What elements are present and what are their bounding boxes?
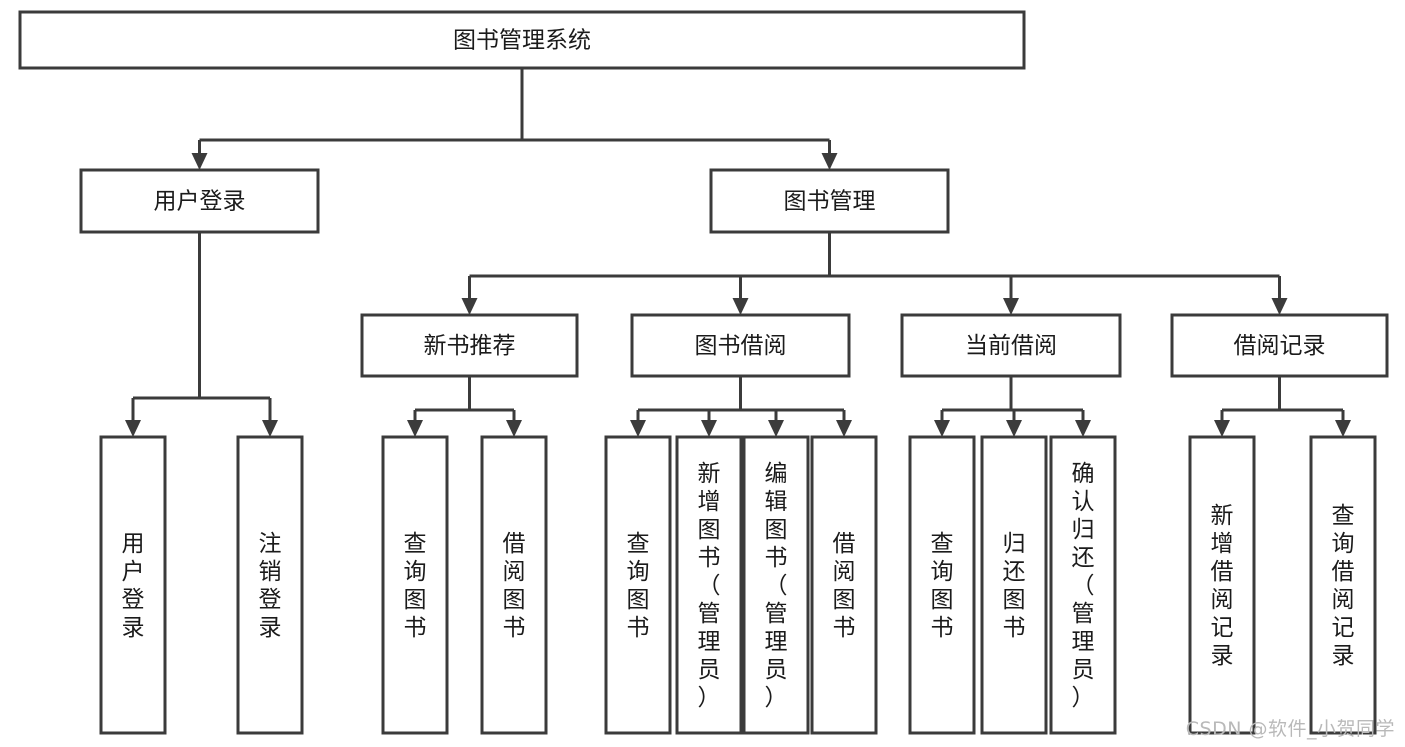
node-level1-1-box[interactable] — [709, 168, 950, 234]
node-leaf-5-label: 新增图书（管理员） — [698, 461, 721, 711]
node-leaf-9-box[interactable] — [980, 435, 1048, 735]
nodes-layer: 图书管理系统用户登录图书管理新书推荐图书借阅当前借阅借阅记录用户登录注销登录查询… — [18, 10, 1389, 735]
node-leaf-1-label: 注销登录 — [259, 531, 282, 641]
node-leaf-6-box[interactable] — [742, 435, 810, 735]
node-level1-0[interactable]: 用户登录 — [79, 168, 320, 234]
book-mgmt-to-level2-edge-3-arrowhead — [1271, 298, 1288, 315]
node-level2-1[interactable]: 图书借阅 — [630, 313, 851, 378]
node-level2-0[interactable]: 新书推荐 — [360, 313, 579, 378]
node-leaf-4-label: 查询图书 — [627, 531, 650, 641]
node-leaf-12-label: 查询借阅记录 — [1332, 503, 1355, 669]
node-leaf-12-box[interactable] — [1309, 435, 1377, 735]
node-leaf-2-label: 查询图书 — [404, 531, 427, 641]
node-leaf-8-label: 查询图书 — [931, 531, 954, 641]
node-level2-3-label: 借阅记录 — [1234, 333, 1326, 359]
leaf-group-新书推荐-edge-0-arrowhead — [407, 420, 423, 437]
node-leaf-11-label: 新增借阅记录 — [1211, 503, 1234, 669]
node-leaf-1-box[interactable] — [236, 435, 304, 735]
node-leaf-3-box[interactable] — [480, 435, 548, 735]
node-level1-1-label: 图书管理 — [784, 189, 876, 215]
root-to-level1-edge-0-arrowhead — [191, 153, 208, 170]
node-level1-0-box[interactable] — [79, 168, 320, 234]
leaf-group-新书推荐-edge-1-arrowhead — [506, 420, 522, 437]
node-level2-1-label: 图书借阅 — [695, 333, 787, 359]
node-leaf-3[interactable]: 借阅图书 — [480, 435, 548, 735]
leaf-group-借阅记录-edge-1-arrowhead — [1335, 420, 1351, 437]
leaf-group-用户登录-edge-1-arrowhead — [262, 420, 278, 437]
node-level2-1-box[interactable] — [630, 313, 851, 378]
leaf-group-用户登录-edge-0-arrowhead — [125, 420, 141, 437]
leaf-group-图书借阅-edge-0-arrowhead — [630, 420, 646, 437]
node-leaf-5-box[interactable] — [675, 435, 743, 735]
book-mgmt-to-level2-edge-1-arrowhead — [732, 298, 749, 315]
node-leaf-10-label: 确认归还（管理员） — [1072, 461, 1095, 711]
node-leaf-2[interactable]: 查询图书 — [381, 435, 449, 735]
node-leaf-0[interactable]: 用户登录 — [99, 435, 167, 735]
node-leaf-4-box[interactable] — [604, 435, 672, 735]
csdn-watermark: CSDN @软件_小贺同学 — [1185, 718, 1395, 740]
node-level2-3[interactable]: 借阅记录 — [1170, 313, 1389, 378]
node-leaf-5[interactable]: 新增图书（管理员） — [675, 435, 743, 735]
leaf-group-当前借阅-edge-0-arrowhead — [934, 420, 950, 437]
node-leaf-9[interactable]: 归还图书 — [980, 435, 1048, 735]
node-level2-3-box[interactable] — [1170, 313, 1389, 378]
leaf-group-当前借阅-edge-1-arrowhead — [1006, 420, 1022, 437]
leaf-group-图书借阅-edge-2-arrowhead — [768, 420, 784, 437]
node-root-box[interactable] — [18, 10, 1026, 70]
node-level2-2-label: 当前借阅 — [965, 333, 1057, 359]
node-leaf-2-box[interactable] — [381, 435, 449, 735]
node-leaf-0-label: 用户登录 — [122, 531, 145, 641]
node-root-label: 图书管理系统 — [453, 28, 591, 54]
root-to-level1-edge-1-arrowhead — [821, 153, 838, 170]
node-leaf-3-label: 借阅图书 — [503, 531, 526, 641]
edges-layer — [125, 68, 1351, 437]
node-leaf-7-label: 借阅图书 — [833, 531, 856, 641]
node-leaf-10-box[interactable] — [1049, 435, 1117, 735]
node-leaf-8-box[interactable] — [908, 435, 976, 735]
node-leaf-7[interactable]: 借阅图书 — [810, 435, 878, 735]
node-leaf-0-box[interactable] — [99, 435, 167, 735]
node-leaf-9-label: 归还图书 — [1003, 531, 1026, 641]
node-leaf-12[interactable]: 查询借阅记录 — [1309, 435, 1377, 735]
node-leaf-6-label: 编辑图书（管理员） — [765, 461, 788, 711]
node-level2-2[interactable]: 当前借阅 — [900, 313, 1122, 378]
node-root[interactable]: 图书管理系统 — [18, 10, 1026, 70]
node-level1-1[interactable]: 图书管理 — [709, 168, 950, 234]
node-level1-0-label: 用户登录 — [154, 189, 246, 215]
node-leaf-6[interactable]: 编辑图书（管理员） — [742, 435, 810, 735]
node-leaf-11-box[interactable] — [1188, 435, 1256, 735]
node-leaf-10[interactable]: 确认归还（管理员） — [1049, 435, 1117, 735]
node-level2-2-box[interactable] — [900, 313, 1122, 378]
leaf-group-借阅记录-edge-0-arrowhead — [1214, 420, 1230, 437]
leaf-group-图书借阅-edge-1-arrowhead — [701, 420, 717, 437]
node-leaf-1[interactable]: 注销登录 — [236, 435, 304, 735]
book-mgmt-to-level2-edge-0-arrowhead — [461, 298, 478, 315]
book-mgmt-to-level2-edge-2-arrowhead — [1003, 298, 1019, 315]
node-leaf-4[interactable]: 查询图书 — [604, 435, 672, 735]
node-level2-0-box[interactable] — [360, 313, 579, 378]
leaf-group-当前借阅-edge-2-arrowhead — [1075, 420, 1091, 437]
node-leaf-7-box[interactable] — [810, 435, 878, 735]
leaf-group-图书借阅-edge-3-arrowhead — [836, 420, 852, 437]
node-level2-0-label: 新书推荐 — [424, 333, 516, 359]
node-leaf-11[interactable]: 新增借阅记录 — [1188, 435, 1256, 735]
node-leaf-8[interactable]: 查询图书 — [908, 435, 976, 735]
